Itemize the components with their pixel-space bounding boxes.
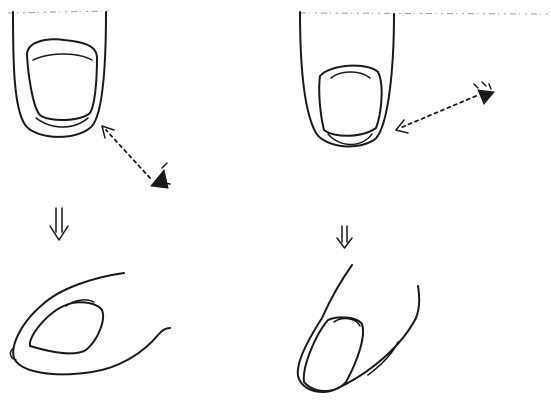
left-eye-shape [151,170,168,188]
right-nail-lunula [331,72,370,78]
right-sight-line [400,96,476,128]
right-nail-plate [319,66,381,136]
left-panel [10,12,170,374]
left-finger-front [13,12,106,137]
left-oblique-nail [30,302,103,353]
eye-icon [151,163,170,188]
right-oblique-finger-outline [298,265,420,392]
double-down-arrow-icon [50,208,68,240]
double-down-arrow-icon [337,226,352,248]
left-line-of-sight [102,126,150,178]
left-sight-line [106,130,150,178]
eye-icon [474,82,494,104]
left-nail-plate [27,39,97,120]
left-finger-outline [13,12,106,137]
right-line-of-sight [396,96,476,133]
right-finger-oblique [298,265,420,392]
right-eye-shape [478,90,494,104]
right-panel [298,12,494,392]
scan-artifact-top [8,11,551,14]
left-oblique-finger-outline [13,273,170,374]
left-finger-oblique [10,273,170,374]
right-finger-front [300,12,394,146]
left-nail-lunula [33,54,92,60]
